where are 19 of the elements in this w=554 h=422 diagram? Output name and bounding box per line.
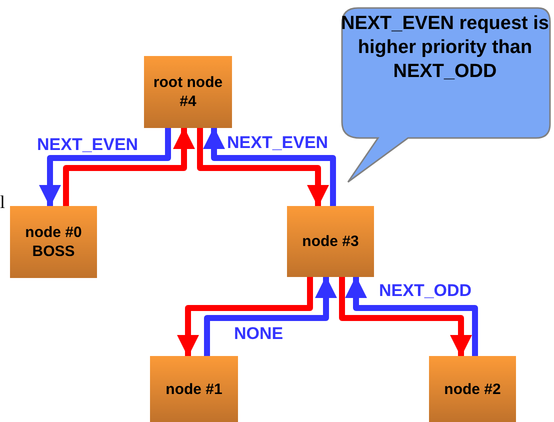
node-label: root node #4 xyxy=(152,73,224,111)
arrow xyxy=(39,128,171,207)
edge-label: NEXT_EVEN xyxy=(226,133,330,153)
node-box xyxy=(10,206,97,278)
node-label: node #2 xyxy=(444,380,501,398)
node-box xyxy=(150,356,238,422)
arrow xyxy=(204,276,337,356)
edge-label: NEXT_ODD xyxy=(378,281,473,301)
node-box xyxy=(287,206,374,277)
node-label: node #0 BOSS xyxy=(24,223,83,261)
text-fragment: l xyxy=(0,192,6,213)
node-label: NEXT_EVEN request is higher priority than NEXT_ODD xyxy=(340,12,550,84)
arrow xyxy=(177,277,313,357)
node-label: node #1 xyxy=(166,380,222,398)
node-label: node #3 xyxy=(302,232,359,251)
arrow xyxy=(63,127,195,206)
node-box xyxy=(144,56,232,128)
edge-label: NEXT_EVEN xyxy=(36,135,140,155)
node-box xyxy=(429,356,516,422)
